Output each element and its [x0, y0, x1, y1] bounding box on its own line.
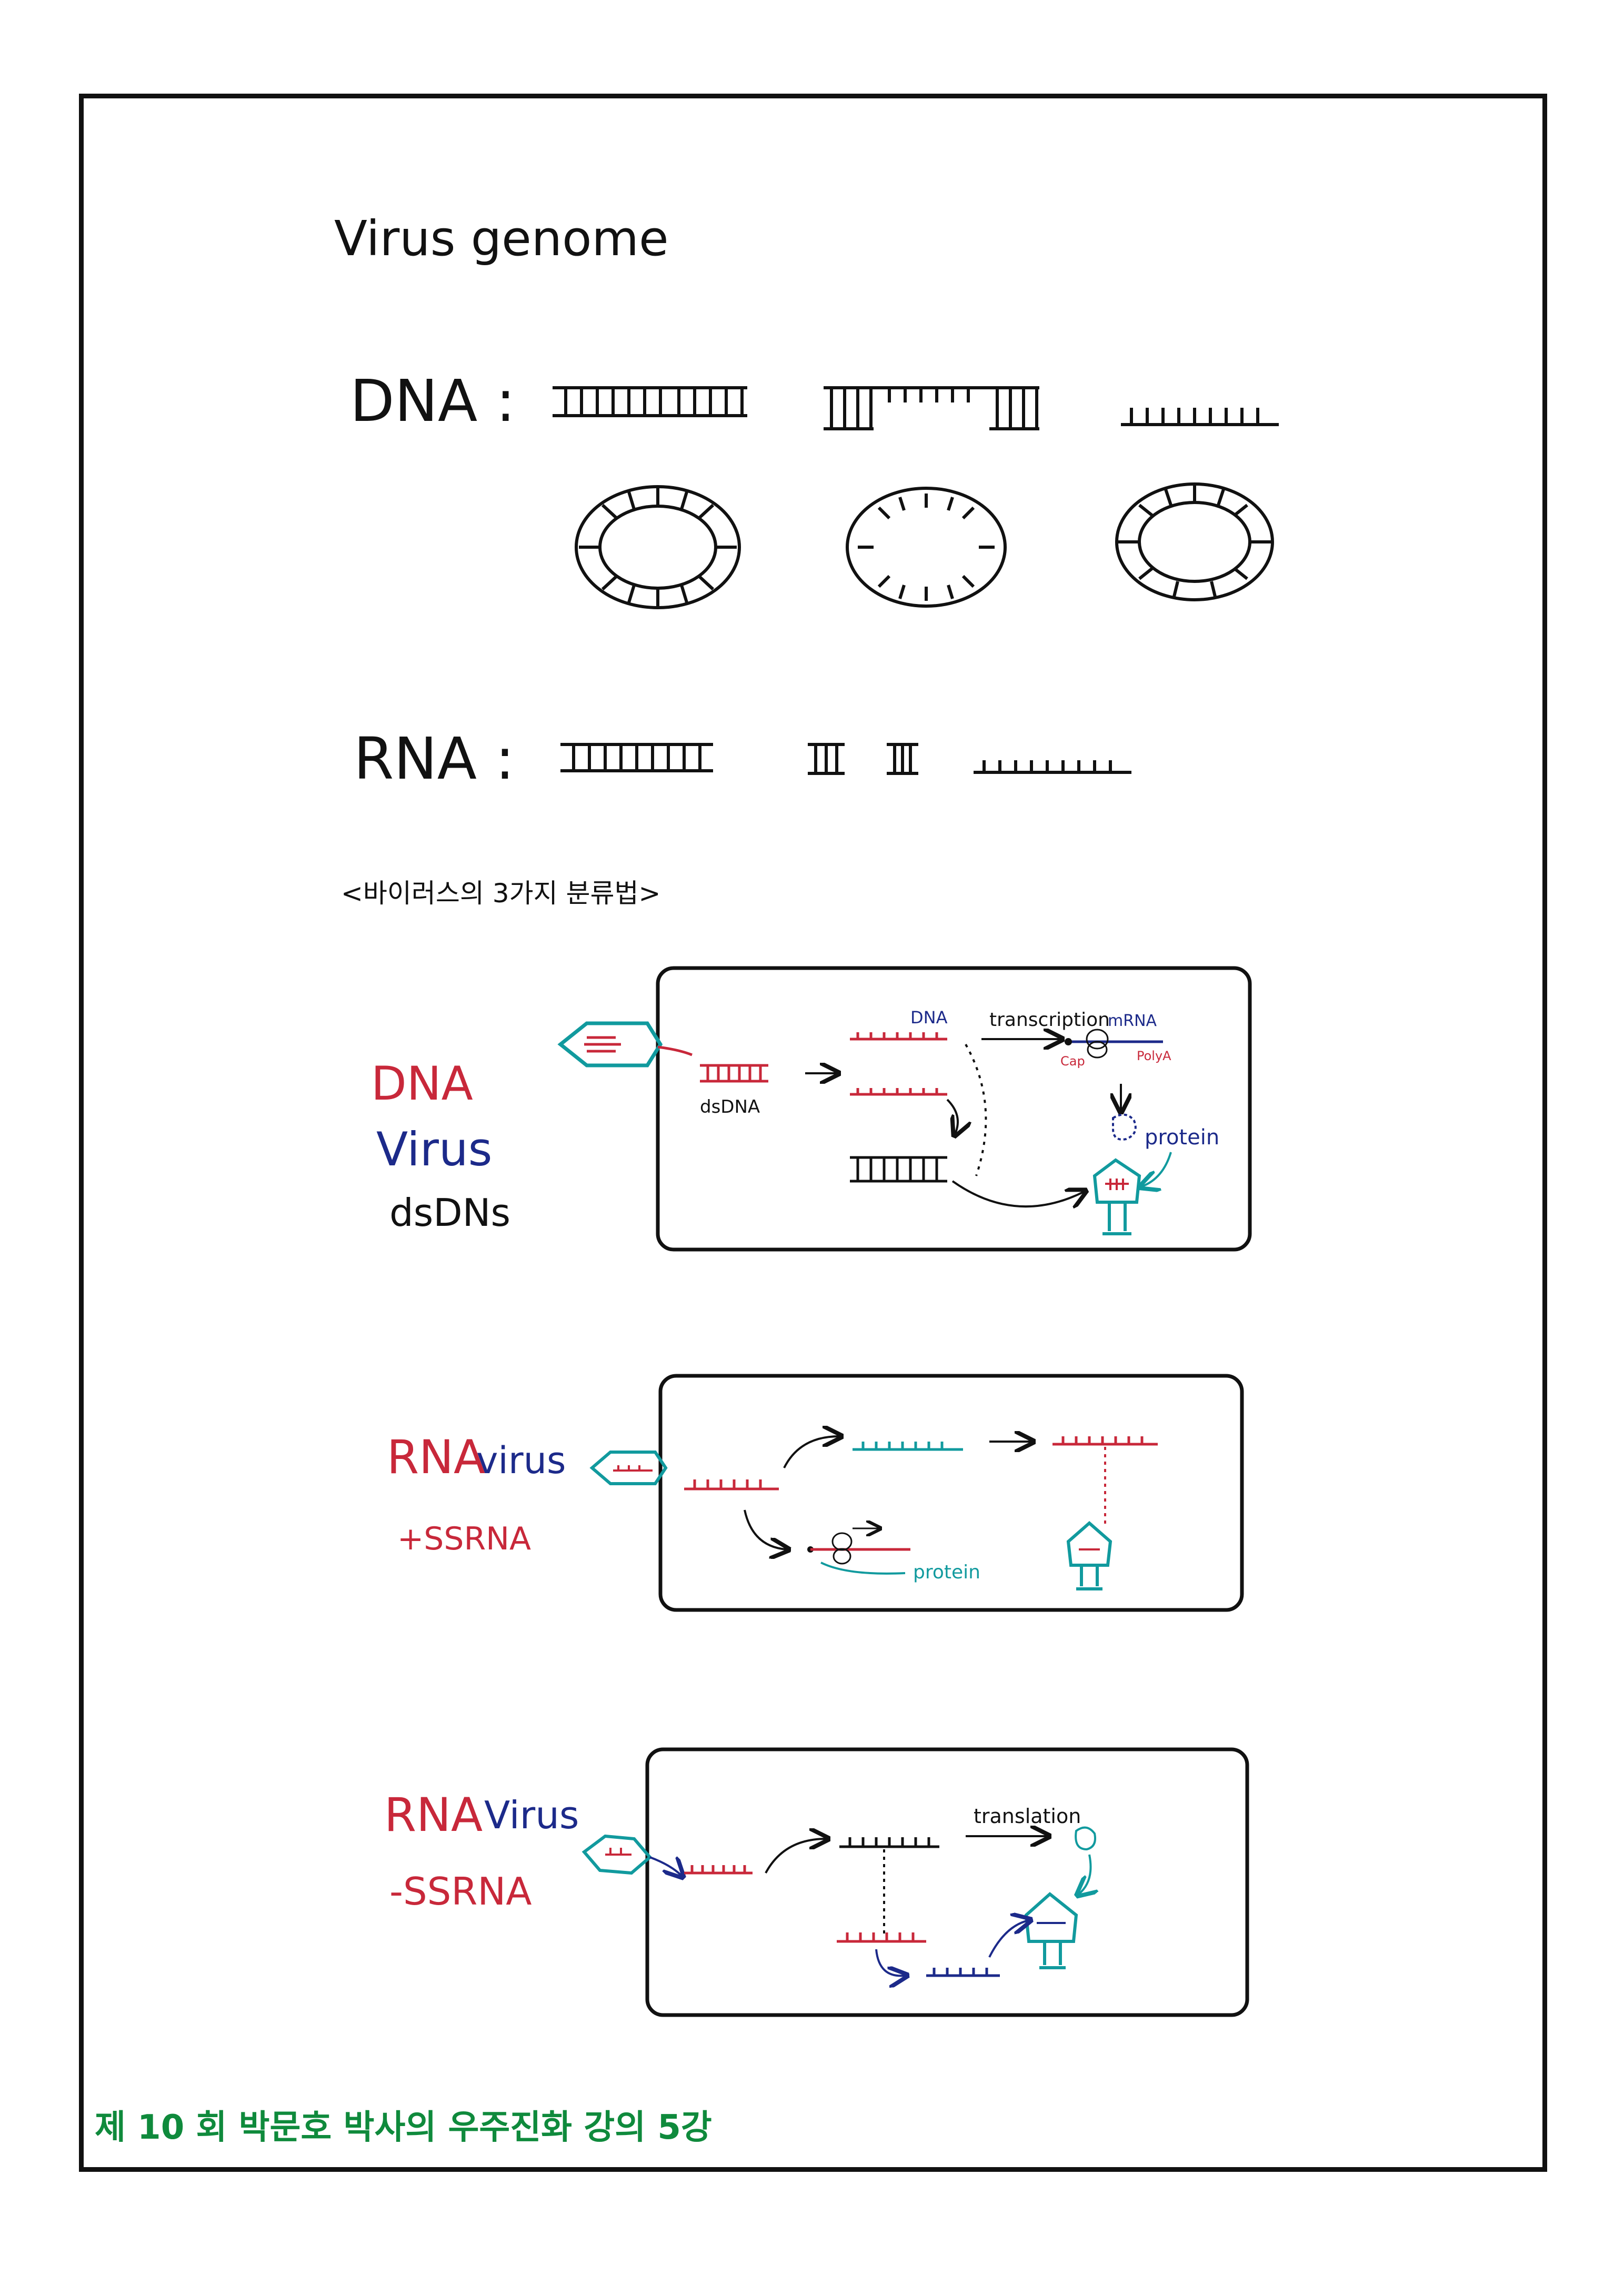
panel1-dna-label: DNA — [910, 1008, 948, 1028]
panel1-strand-bottom — [850, 1088, 947, 1096]
panel2-box — [658, 1374, 1244, 1612]
panel1-virion — [557, 1021, 693, 1068]
classification-caption: <바이러스의 3가지 분류법> — [341, 878, 660, 909]
lecture-footer: 제 10 회 박문호 박사의 우주진화 강의 5강 — [95, 2108, 712, 2147]
rna-linear-ss — [974, 760, 1131, 774]
panel2-ribosome — [807, 1528, 910, 1575]
panel2-virion — [589, 1451, 668, 1485]
panel3-protein-blob — [1075, 1826, 1096, 1851]
panel3-new-virion — [1024, 1892, 1078, 1969]
panel1-box — [656, 966, 1252, 1252]
panel2-label-virus: virus — [476, 1439, 566, 1482]
rna-segmented-ds — [808, 743, 918, 775]
panel3-ssrna — [684, 1865, 753, 1875]
panel2-new-virion — [1066, 1521, 1112, 1590]
panel3-label-ssrna: -SSRNA — [389, 1869, 532, 1914]
dna-circular-ss — [846, 487, 1007, 608]
page-frame — [79, 94, 1547, 2172]
panel1-mrna-strand — [1065, 1029, 1163, 1059]
dna-circular-gapped — [1115, 482, 1274, 601]
panel3-label-rna: RNA — [384, 1788, 483, 1842]
panel1-new-virion — [1092, 1158, 1141, 1235]
dna-linear-ds — [553, 386, 747, 417]
panel1-label-dsdns: dsDNs — [389, 1191, 510, 1235]
dna-circular-ds — [575, 485, 741, 609]
rna-row-label: RNA : — [354, 725, 515, 792]
panel1-transcription-label: transcription — [989, 1009, 1110, 1031]
panel1-polya-label: PolyA — [1137, 1049, 1171, 1063]
panel1-cap-label: Cap — [1060, 1054, 1085, 1069]
panel2-ssrna — [684, 1479, 779, 1491]
panel3-plus-strand — [839, 1837, 939, 1848]
page-title: Virus genome — [334, 210, 669, 267]
rna-linear-ds — [560, 743, 713, 772]
panel1-dsdna-label: dsDNA — [700, 1096, 760, 1117]
dna-row-label: DNA : — [350, 367, 515, 435]
panel1-replicated — [850, 1156, 947, 1183]
panel3-virion — [582, 1834, 653, 1875]
panel1-protein-label: protein — [1145, 1125, 1219, 1150]
panel3-label-virus: Virus — [484, 1793, 579, 1837]
dna-linear-gapped — [824, 386, 1039, 430]
panel3-minus-strand — [837, 1932, 926, 1943]
panel2-protein-label: protein — [913, 1562, 980, 1583]
panel1-mrna-label: mRNA — [1108, 1012, 1157, 1030]
panel2-plus-strand — [1052, 1436, 1158, 1446]
panel2-minus-strand — [853, 1442, 963, 1451]
panel2-label-rna: RNA — [387, 1430, 485, 1484]
panel1-strand-top — [850, 1032, 947, 1041]
panel1-label-virus: Virus — [376, 1122, 493, 1176]
panel3-translation-label: translation — [974, 1805, 1081, 1828]
panel2-label-ssrna: +SSRNA — [397, 1520, 531, 1557]
panel1-protein-blob — [1112, 1113, 1137, 1141]
panel3-box — [645, 1747, 1249, 2017]
panel1-label-dna: DNA — [371, 1056, 473, 1111]
panel3-blue-strand — [926, 1968, 1000, 1977]
dna-linear-ss — [1121, 408, 1279, 426]
panel1-dsdna — [700, 1064, 768, 1083]
